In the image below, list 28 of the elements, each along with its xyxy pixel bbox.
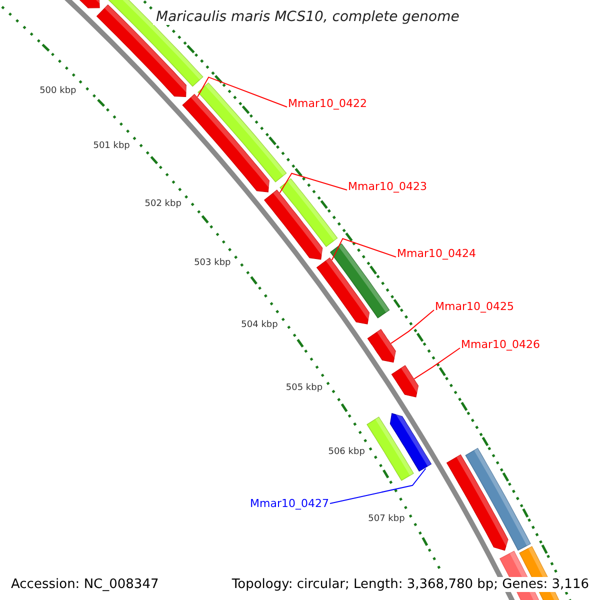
leader-line [331,238,396,260]
scale-label: 505 kbp [286,382,323,394]
leader-line [197,76,288,108]
scale-label: 503 kbp [194,258,231,270]
leader-line [414,348,460,380]
gene-label: Mmar10_0426 [461,338,540,351]
scale-label: 504 kbp [241,320,278,331]
leader-line [390,310,434,344]
footer-text: Accession: NC_008347 [9,577,161,592]
gene-block [367,328,398,363]
gene-label: Mmar10_0424 [397,247,476,260]
gene-block [391,365,421,398]
leader-line [330,468,426,504]
scale-label: 506 kbp [328,447,365,458]
gene-block [390,412,432,472]
scale-label: 502 kbp [144,198,182,210]
gene-label: Mmar10_0425 [435,300,514,313]
leader-line [279,172,348,194]
gene-block [264,190,326,260]
scale-label: 507 kbp [368,514,405,525]
gene-label: Mmar10_0422 [288,97,367,110]
footer-text: Topology: circular; Length: 3,368,780 bp; Genes: 3,116 [230,577,591,592]
gene-label: Mmar10_0427 [250,497,329,510]
scale-label: 500 kbp [40,86,76,97]
gene-block [316,257,372,324]
gene-block [182,94,272,192]
gene-label: Mmar10_0423 [348,180,427,193]
scale-label: 501 kbp [93,141,130,152]
